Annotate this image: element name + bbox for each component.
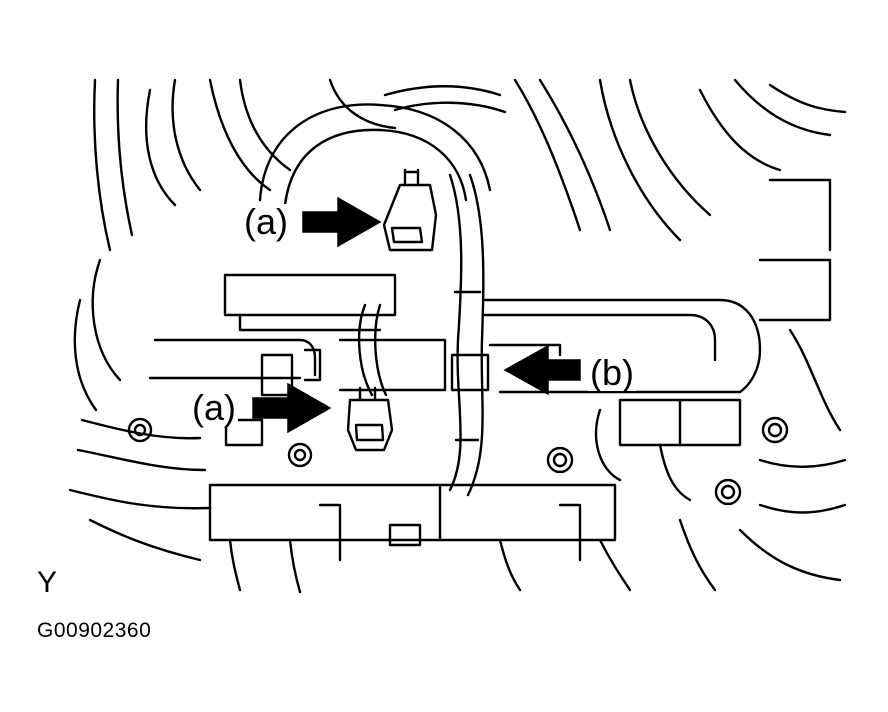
lower-connector (346, 386, 394, 452)
top-hoses (208, 78, 847, 242)
arrow-to-clamp (503, 344, 581, 396)
callout-label-a-upper: (a) (242, 201, 290, 242)
right-components (594, 178, 847, 582)
lower-housings (208, 483, 717, 594)
callout-label-b: (b) (588, 352, 636, 393)
upper-connector (382, 168, 438, 252)
figure-code: G00902360 (37, 619, 152, 642)
vertical-harness (448, 173, 490, 497)
callout-label-a-lower: (a) (190, 387, 238, 428)
left-hoses (68, 78, 212, 562)
bolt-bosses (127, 416, 789, 506)
arrow-to-upper-connector (302, 196, 382, 248)
intake-body (148, 273, 762, 397)
callout-arrows (252, 196, 581, 434)
harness-loop (258, 103, 492, 207)
view-letter: Y (37, 566, 58, 599)
arrow-to-lower-connector (252, 382, 332, 434)
